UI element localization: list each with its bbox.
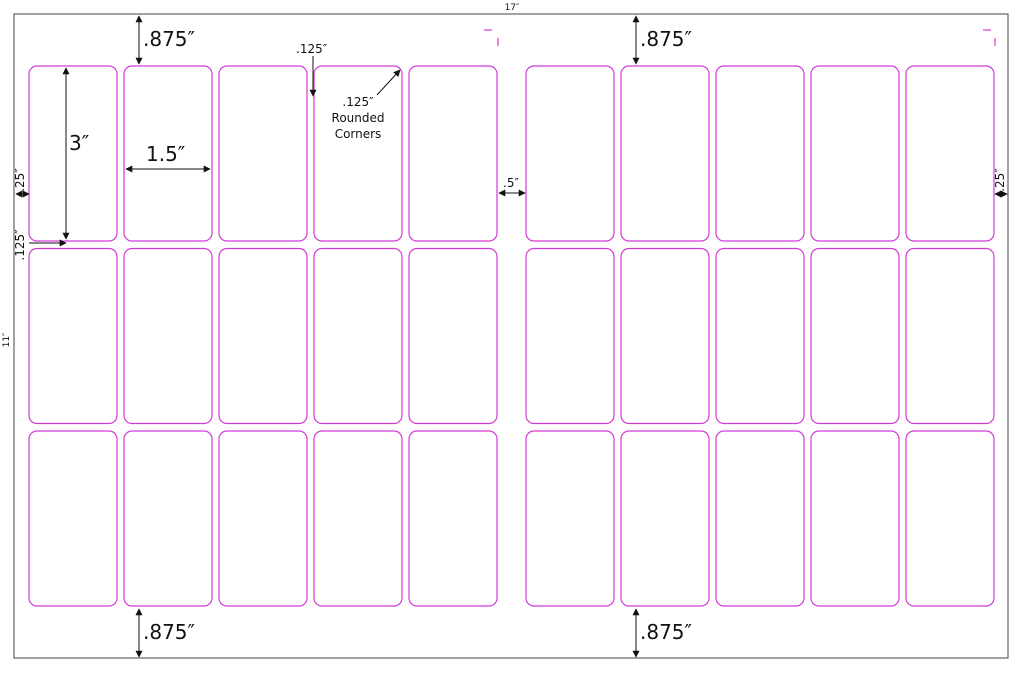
label-rectangle [525,430,615,607]
label-width-label: 1.5″ [146,142,185,166]
label-rectangle [123,247,213,425]
side-margin-left-label: .25″ [13,168,27,192]
label-rectangle [905,65,995,242]
top-margin-right-label: .875″ [640,27,692,51]
corner-radius-value: .125″ [342,95,374,109]
label-rectangle [905,430,995,607]
label-rectangle [313,247,403,425]
label-rectangle [905,247,995,425]
label-rectangle [525,247,615,425]
horizontal-gap-label: .125″ [296,42,328,56]
label-rectangle [620,247,710,425]
label-rectangle [715,247,805,425]
label-rectangle [408,65,498,242]
label-rectangle [218,65,308,242]
label-rectangle [313,65,403,242]
label-rectangle [218,247,308,425]
side-margin-right-label: .25″ [993,168,1007,192]
label-rectangle [810,430,900,607]
bottom-margin-left-label: .875″ [143,620,195,644]
label-rectangle [408,247,498,425]
center-gap-label: .5″ [503,176,519,190]
label-rectangle [218,430,308,607]
label-rectangle [715,430,805,607]
label-rectangle [313,430,403,607]
sheet-width-label: 17″ [505,3,520,13]
label-rectangle [28,247,118,425]
corner-radius-line2: Corners [335,127,382,141]
label-rectangle [620,430,710,607]
sheet-height-label: 11″ [2,332,12,347]
top-margin-left-label: .875″ [143,27,195,51]
label-rectangle [123,430,213,607]
label-rectangle [408,430,498,607]
label-rectangle [620,65,710,242]
corner-radius-line1: Rounded [332,111,385,125]
labels-grid [28,65,995,607]
label-height-label: 3″ [69,131,89,155]
label-rectangle [715,65,805,242]
label-rectangle [123,65,213,242]
bottom-margin-right-label: .875″ [640,620,692,644]
label-rectangle [28,430,118,607]
label-rectangle [525,65,615,242]
label-rectangle [28,65,118,242]
label-rectangle [810,247,900,425]
corner-radius-arrow [376,69,401,96]
label-rectangle [810,65,900,242]
vertical-gap-label: .125″ [13,229,27,261]
